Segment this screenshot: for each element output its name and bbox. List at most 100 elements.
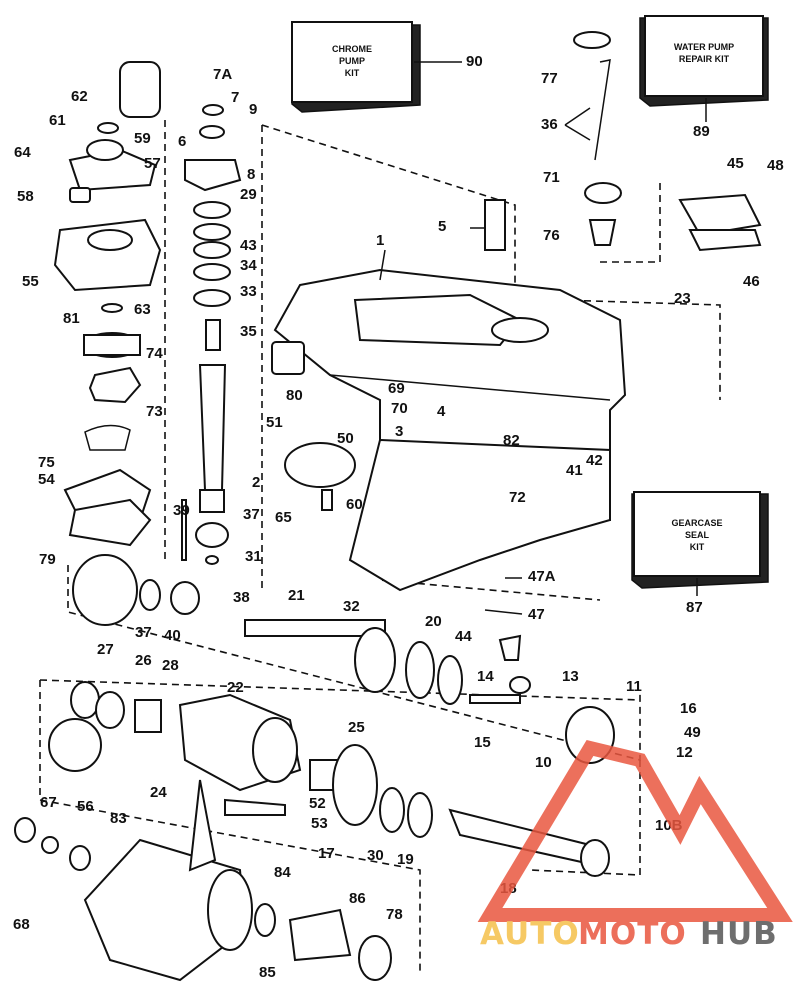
middle-parts xyxy=(72,341,615,764)
part-number-49: 49 xyxy=(684,724,701,741)
part-number-87: 87 xyxy=(686,599,703,616)
part-number-76: 76 xyxy=(543,227,560,244)
part-number-53: 53 xyxy=(311,815,328,832)
part-number-47a: 47A xyxy=(528,568,556,585)
part-number-17: 17 xyxy=(318,845,335,862)
part-number-56: 56 xyxy=(77,798,94,815)
part-number-20: 20 xyxy=(425,613,442,630)
kit-box-water-pump-repair: WATER PUMP REPAIR KIT xyxy=(639,15,769,107)
part-number-3: 3 xyxy=(395,423,403,440)
part-number-58: 58 xyxy=(17,188,34,205)
part-number-35: 35 xyxy=(240,323,257,340)
part-number-78: 78 xyxy=(386,906,403,923)
kit-label-line: KIT xyxy=(345,68,360,78)
part-number-46: 46 xyxy=(743,273,760,290)
part-number-90: 90 xyxy=(466,53,483,70)
part-number-69: 69 xyxy=(388,380,405,397)
part-number-79: 79 xyxy=(39,551,56,568)
part-number-52: 52 xyxy=(309,795,326,812)
part-number-2: 2 xyxy=(252,474,260,491)
part-number-43: 43 xyxy=(240,237,257,254)
water-pump-housing-assembly xyxy=(53,61,162,547)
watermark-text-moto: MOTO xyxy=(578,916,687,952)
water-tube-and-grommets xyxy=(484,31,762,252)
automotohub-watermark: AUTO MOTO HUB xyxy=(477,739,793,952)
part-number-7: 7 xyxy=(231,89,239,106)
part-number-10: 10 xyxy=(535,754,552,771)
part-number-4: 4 xyxy=(437,403,446,420)
part-number-34: 34 xyxy=(240,257,257,274)
part-number-73: 73 xyxy=(146,403,163,420)
part-number-67: 67 xyxy=(40,794,57,811)
part-number-68: 68 xyxy=(13,916,30,933)
part-number-85: 85 xyxy=(259,964,276,981)
driveshaft-stack xyxy=(181,104,242,565)
part-number-71: 71 xyxy=(543,169,560,186)
kit-label-line: CHROME xyxy=(332,44,372,54)
part-number-41: 41 xyxy=(566,462,583,479)
watermark-text-hub: HUB xyxy=(700,916,778,952)
kit-box-chrome-pump: CHROME PUMP KIT xyxy=(291,21,421,113)
kit-label-line: GEARCASE xyxy=(671,518,722,528)
part-number-59: 59 xyxy=(134,130,151,147)
part-number-14: 14 xyxy=(477,668,494,685)
part-number-24: 24 xyxy=(150,784,167,801)
part-number-11: 11 xyxy=(626,678,642,695)
part-number-82: 82 xyxy=(503,432,520,449)
part-number-36: 36 xyxy=(541,116,558,133)
part-number-33: 33 xyxy=(240,283,257,300)
part-number-21: 21 xyxy=(288,587,305,604)
part-number-89: 89 xyxy=(693,123,710,140)
part-number-84: 84 xyxy=(274,864,291,881)
part-number-83: 83 xyxy=(110,810,127,827)
part-number-6: 6 xyxy=(178,133,186,150)
part-number-31: 31 xyxy=(245,548,262,565)
kit-label-line: KIT xyxy=(690,542,705,552)
kit-label-line: WATER PUMP xyxy=(674,42,734,52)
part-number-75: 75 xyxy=(38,454,55,471)
watermark-text-auto: AUTO xyxy=(480,916,580,952)
part-number-28: 28 xyxy=(162,657,179,674)
part-number-23: 23 xyxy=(674,290,691,307)
assembly-outlines xyxy=(39,120,721,975)
part-number-54: 54 xyxy=(38,471,55,488)
part-number-29: 29 xyxy=(240,186,257,203)
kit-label-line: PUMP xyxy=(339,56,365,66)
part-number-44: 44 xyxy=(455,628,472,645)
part-number-72: 72 xyxy=(509,489,526,506)
part-number-81: 81 xyxy=(63,310,80,327)
part-number-50: 50 xyxy=(337,430,354,447)
part-number-77: 77 xyxy=(541,70,558,87)
part-number-70: 70 xyxy=(391,400,408,417)
part-number-47: 47 xyxy=(528,606,545,623)
gearcase-housing xyxy=(273,268,627,592)
part-number-55: 55 xyxy=(22,273,39,290)
part-number-1: 1 xyxy=(376,232,384,249)
part-number-26: 26 xyxy=(135,652,152,669)
part-number-19: 19 xyxy=(397,851,414,868)
part-number-30: 30 xyxy=(367,847,384,864)
part-number-86: 86 xyxy=(349,890,366,907)
part-number-60: 60 xyxy=(346,496,363,513)
part-number-42: 42 xyxy=(586,452,603,469)
part-number-15: 15 xyxy=(474,734,491,751)
part-number-64: 64 xyxy=(14,144,31,161)
watermark-logo-triangle xyxy=(477,739,793,922)
part-number-5: 5 xyxy=(438,218,446,235)
part-number-13: 13 xyxy=(562,668,579,685)
bearing-carrier-and-propeller xyxy=(14,681,610,982)
part-number-9: 9 xyxy=(249,101,257,118)
part-number-37: 37 xyxy=(135,624,152,641)
part-number-48: 48 xyxy=(767,157,784,174)
part-number-38: 38 xyxy=(233,589,250,606)
part-number-61: 61 xyxy=(49,112,66,129)
part-number-51: 51 xyxy=(266,414,283,431)
kit-label-line: SEAL xyxy=(685,530,710,540)
part-number-45: 45 xyxy=(727,155,744,172)
part-number-25: 25 xyxy=(348,719,365,736)
part-number-22: 22 xyxy=(227,679,244,696)
part-number-80: 80 xyxy=(286,387,303,404)
part-number-16: 16 xyxy=(680,700,697,717)
part-number-7a: 7A xyxy=(213,66,232,83)
